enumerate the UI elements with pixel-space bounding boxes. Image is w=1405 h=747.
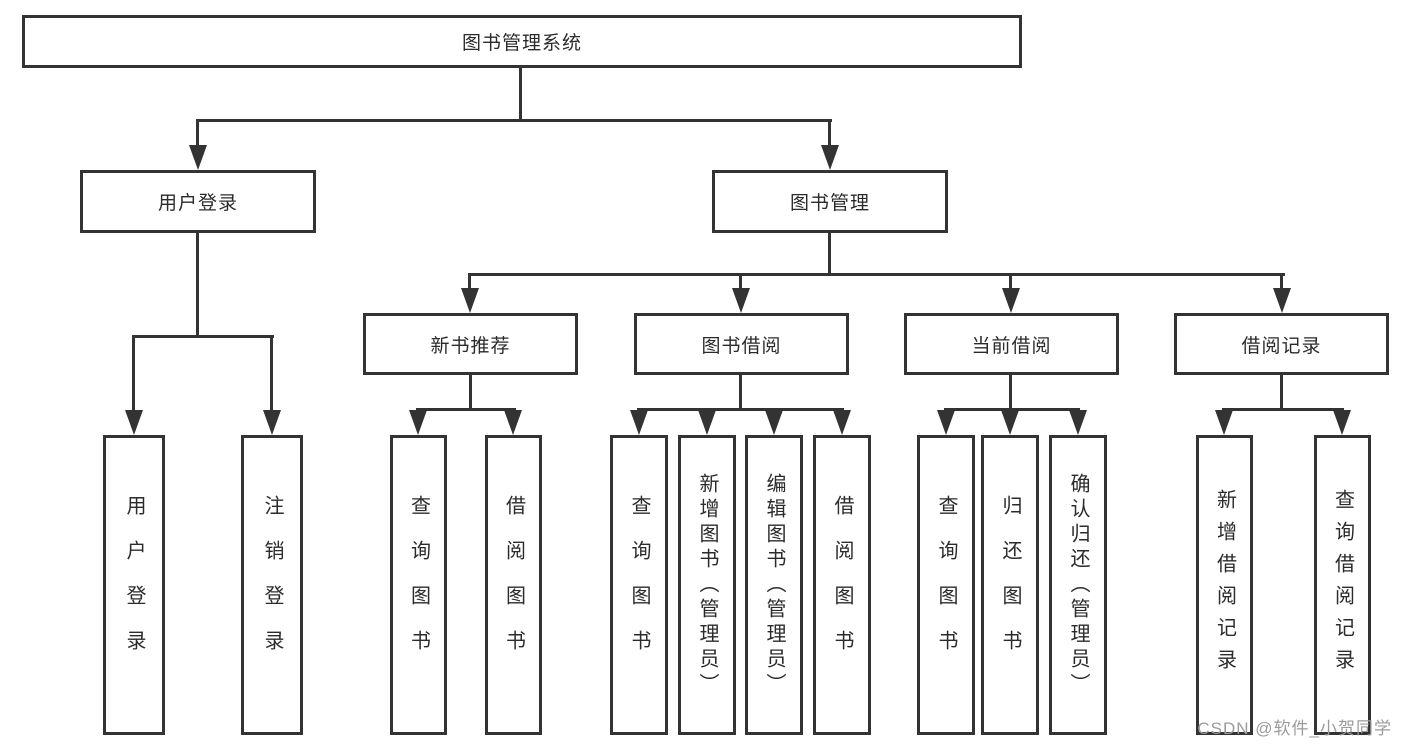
leaf-add-books-admin-label: 新增图书（管理员） bbox=[696, 472, 718, 698]
connector-current-stem bbox=[1009, 375, 1012, 408]
leaf-user-login-label: 用户登录 bbox=[123, 495, 145, 675]
arrow-down-icon bbox=[125, 410, 143, 435]
node-book-borrow-label: 图书借阅 bbox=[701, 335, 782, 357]
leaf-current-query-books-label: 查询图书 bbox=[935, 495, 957, 675]
connector-borrow-stub bbox=[739, 273, 742, 289]
arrow-down-icon bbox=[461, 288, 479, 313]
leaf-recommend-query-books-label: 查询图书 bbox=[407, 495, 430, 675]
leaf-add-books-admin: 新增图书（管理员） bbox=[678, 435, 736, 735]
arrow-down-icon bbox=[1069, 410, 1087, 435]
node-current-borrow-label: 当前借阅 bbox=[971, 335, 1052, 357]
leaf-logout: 注销登录 bbox=[241, 435, 303, 735]
node-current-borrow: 当前借阅 bbox=[904, 313, 1119, 375]
connector-book-mgmt-stem bbox=[828, 233, 831, 273]
arrow-down-icon bbox=[263, 410, 281, 435]
node-borrow-records: 借阅记录 bbox=[1174, 313, 1389, 375]
connector-level2-bus bbox=[196, 119, 832, 122]
connector-level3-bus bbox=[468, 273, 1285, 276]
leaf-query-borrow-record: 查询借阅记录 bbox=[1314, 435, 1371, 735]
leaf-logout-label: 注销登录 bbox=[261, 495, 283, 675]
arrow-down-icon bbox=[765, 410, 783, 435]
connector-user-login-stub bbox=[196, 119, 199, 146]
arrow-down-icon bbox=[1002, 288, 1020, 313]
leaf-return-books-label: 归还图书 bbox=[999, 495, 1021, 675]
connector-current-stub bbox=[1009, 273, 1012, 289]
arrow-down-icon bbox=[1333, 410, 1351, 435]
leaf-user-login: 用户登录 bbox=[103, 435, 165, 735]
leaf-current-query-books: 查询图书 bbox=[917, 435, 975, 735]
arrow-down-icon bbox=[1273, 288, 1291, 313]
leaf-recommend-borrow-books-label: 借阅图书 bbox=[502, 495, 525, 675]
node-borrow-records-label: 借阅记录 bbox=[1241, 335, 1322, 357]
arrow-down-icon bbox=[630, 410, 648, 435]
arrow-down-icon bbox=[409, 410, 427, 435]
node-root-label: 图书管理系统 bbox=[461, 33, 582, 54]
leaf-edit-books-admin-label: 编辑图书（管理员） bbox=[763, 472, 785, 698]
connector-records-stub bbox=[1280, 273, 1283, 289]
leaf-recommend-borrow-books: 借阅图书 bbox=[485, 435, 542, 735]
arrow-down-icon bbox=[189, 145, 207, 170]
connector-user-login-stem bbox=[196, 233, 199, 335]
arrow-down-icon bbox=[504, 410, 522, 435]
arrow-down-icon bbox=[1215, 410, 1233, 435]
arrow-down-icon bbox=[1001, 410, 1019, 435]
connector-book-mgmt-stub bbox=[828, 119, 831, 146]
arrow-down-icon bbox=[732, 288, 750, 313]
leaf-query-borrow-record-label: 查询借阅记录 bbox=[1331, 489, 1354, 681]
connector-root-stem bbox=[519, 68, 522, 120]
leaf-return-books: 归还图书 bbox=[981, 435, 1039, 735]
node-root: 图书管理系统 bbox=[22, 15, 1022, 68]
connector-borrow-bus bbox=[637, 408, 844, 411]
node-new-book-recommend-label: 新书推荐 bbox=[430, 335, 511, 357]
leaf-borrow-query-books: 查询图书 bbox=[610, 435, 668, 735]
node-user-login-label: 用户登录 bbox=[157, 193, 238, 214]
connector-leaf-stub bbox=[132, 335, 135, 410]
leaf-confirm-return-admin: 确认归还（管理员） bbox=[1049, 435, 1107, 735]
connector-borrow-stem bbox=[739, 375, 742, 408]
node-book-borrow: 图书借阅 bbox=[634, 313, 849, 375]
connector-records-stem bbox=[1280, 375, 1283, 408]
leaf-add-borrow-record-label: 新增借阅记录 bbox=[1213, 489, 1236, 681]
arrow-down-icon bbox=[833, 410, 851, 435]
arrow-down-icon bbox=[698, 410, 716, 435]
leaf-recommend-query-books: 查询图书 bbox=[390, 435, 447, 735]
leaf-add-borrow-record: 新增借阅记录 bbox=[1196, 435, 1253, 735]
connector-leaf-stub bbox=[270, 335, 273, 410]
leaf-borrow-books-label: 借阅图书 bbox=[831, 495, 853, 675]
connector-new-book-stem bbox=[469, 375, 472, 408]
connector-new-book-bus bbox=[416, 408, 516, 411]
node-book-management-label: 图书管理 bbox=[789, 193, 870, 214]
connector-records-bus bbox=[1222, 408, 1344, 411]
node-book-management: 图书管理 bbox=[712, 170, 948, 233]
connector-current-bus bbox=[944, 408, 1080, 411]
arrow-down-icon bbox=[937, 410, 955, 435]
node-new-book-recommend: 新书推荐 bbox=[363, 313, 578, 375]
arrow-down-icon bbox=[821, 145, 839, 170]
connector-user-login-bus bbox=[132, 335, 274, 338]
leaf-edit-books-admin: 编辑图书（管理员） bbox=[745, 435, 803, 735]
connector-new-book-stub bbox=[468, 273, 471, 289]
csdn-watermark: CSDN @软件_小贺同学 bbox=[1197, 719, 1392, 738]
leaf-confirm-return-admin-label: 确认归还（管理员） bbox=[1067, 472, 1089, 698]
leaf-borrow-books: 借阅图书 bbox=[813, 435, 871, 735]
node-user-login: 用户登录 bbox=[80, 170, 316, 233]
leaf-borrow-query-books-label: 查询图书 bbox=[628, 495, 650, 675]
